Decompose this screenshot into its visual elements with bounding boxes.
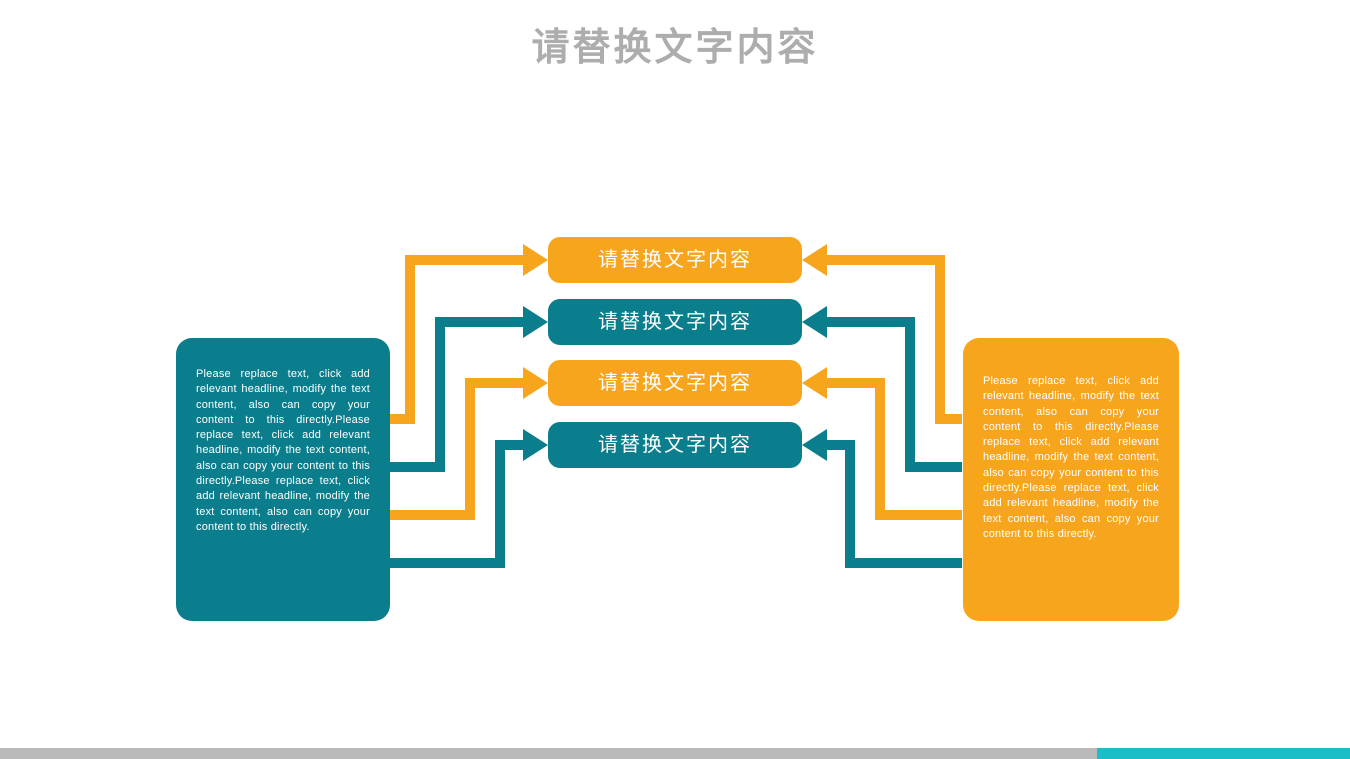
right-text-box[interactable]: Please replace text, click add relevant … xyxy=(963,338,1179,621)
connector-arrow-right-1 xyxy=(802,244,962,424)
arrowhead-left-icon xyxy=(802,429,827,461)
left-text-box[interactable]: Please replace text, click add relevant … xyxy=(176,338,390,621)
arrowhead-left-icon xyxy=(802,306,827,338)
right-text-box-body: Please replace text, click add relevant … xyxy=(983,375,1159,540)
center-bar-2[interactable]: 请替换文字内容 xyxy=(548,299,802,345)
arrowhead-left-icon xyxy=(802,367,827,399)
arrowhead-right-icon xyxy=(523,429,548,461)
connector-arrow-right-3 xyxy=(802,367,962,520)
center-bar-4[interactable]: 请替换文字内容 xyxy=(548,422,802,468)
arrowhead-right-icon xyxy=(523,367,548,399)
connector-arrow-right-2 xyxy=(802,306,962,472)
arrowhead-right-icon xyxy=(523,306,548,338)
page-title[interactable]: 请替换文字内容 xyxy=(531,27,819,69)
center-bar-1[interactable]: 请替换文字内容 xyxy=(548,237,802,283)
connector-arrow-left-4 xyxy=(388,429,548,568)
connector-arrow-left-3 xyxy=(388,367,548,520)
arrowhead-left-icon xyxy=(802,244,827,276)
connector-arrow-left-1 xyxy=(388,244,548,424)
footer-accent-bar xyxy=(1097,748,1350,759)
left-text-box-body: Please replace text, click add relevant … xyxy=(196,368,370,533)
footer-bar-gray xyxy=(0,748,1097,759)
center-bar-3[interactable]: 请替换文字内容 xyxy=(548,360,802,406)
arrowhead-right-icon xyxy=(523,244,548,276)
connector-arrow-right-4 xyxy=(802,429,962,568)
connector-arrow-left-2 xyxy=(388,306,548,472)
